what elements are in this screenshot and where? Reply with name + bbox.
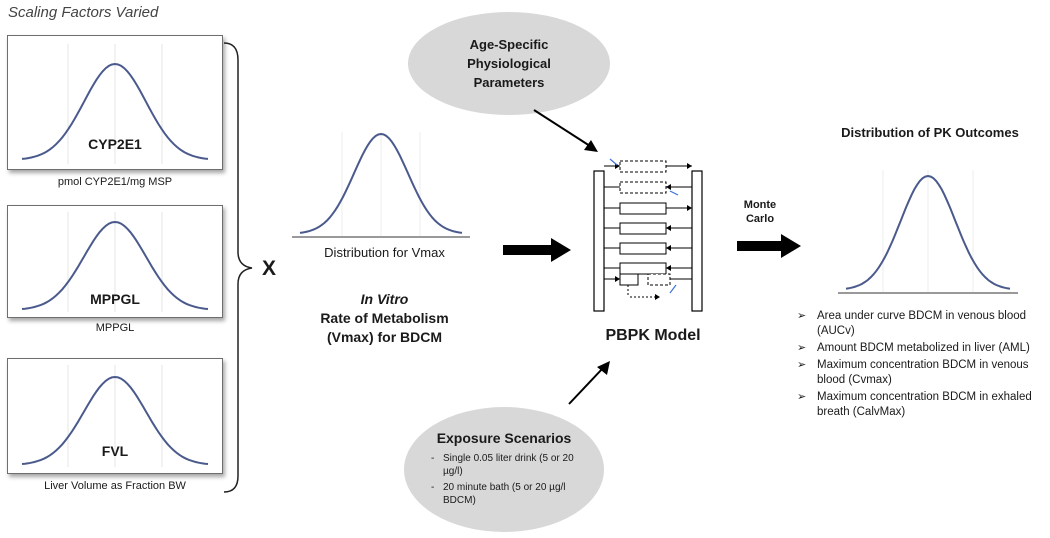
- outcomes-bell-curve: [838, 170, 1018, 294]
- monte-carlo-label: Monte Carlo: [743, 199, 777, 225]
- exposure-item: -Single 0.05 liter drink (5 or 20 µg/l): [431, 452, 574, 477]
- bell-curve-fvl: [21, 365, 209, 467]
- pbpk-model-diagram: [593, 158, 703, 312]
- exposure-list: -Single 0.05 liter drink (5 or 20 µg/l) …: [429, 452, 579, 507]
- exposure-title: Exposure Scenarios: [436, 429, 572, 446]
- scaling-panel-fvl: FVL: [7, 358, 223, 474]
- vmax-curve-caption: Distribution for Vmax: [324, 245, 445, 260]
- scaling-panel-mppgl: MPPGL: [7, 205, 223, 318]
- vmax-title-line3: (Vmax) for BDCM: [326, 329, 443, 345]
- outcomes-list: ➢Area under curve BDCM in venous blood (…: [795, 309, 1045, 422]
- curve-label-cyp2e1: CYP2E1: [88, 136, 142, 152]
- bracket: [223, 42, 253, 493]
- vmax-title: In Vitro Rate of Metabolism (Vmax) for B…: [292, 290, 477, 347]
- arrow-exposure-to-pbpk: [568, 361, 610, 405]
- arrow-monte-carlo: [737, 234, 801, 258]
- physio-line3: Parameters: [473, 75, 545, 90]
- exposure-scenarios-ellipse: Exposure Scenarios -Single 0.05 liter dr…: [404, 407, 604, 532]
- outcome-item: ➢Area under curve BDCM in venous blood (…: [797, 310, 1027, 337]
- pbpk-model-label: PBPK Model: [605, 327, 701, 344]
- scaling-factors-title: Scaling Factors Varied: [8, 4, 159, 21]
- outcomes-title: Distribution of PK Outcomes: [841, 125, 1019, 140]
- caption-mppgl: MPPGL: [95, 322, 135, 334]
- bell-curve-cyp2e1: [21, 44, 209, 164]
- vmax-bell-curve: [292, 132, 470, 238]
- physiological-parameters-ellipse: Age-Specific Physiological Parameters: [408, 12, 610, 115]
- physio-line1: Age-Specific: [469, 37, 549, 52]
- physio-line2: Physiological: [467, 56, 551, 71]
- vmax-title-line2: Rate of Metabolism: [320, 310, 449, 326]
- outcome-item: ➢Amount BDCM metabolized in liver (AML): [797, 342, 1030, 354]
- caption-fvl: Liver Volume as Fraction BW: [44, 480, 186, 492]
- arrow-physio-to-pbpk: [533, 109, 598, 152]
- caption-cyp2e1: pmol CYP2E1/mg MSP: [57, 176, 173, 188]
- bell-curve-mppgl: [21, 212, 209, 312]
- outcome-item: ➢Maximum concentration BDCM in venous bl…: [797, 359, 1029, 386]
- outcome-item: ➢Maximum concentration BDCM in exhaled b…: [797, 391, 1032, 418]
- arrow-vmax-to-pbpk: [503, 238, 571, 262]
- vmax-title-italic: In Vitro: [360, 291, 409, 307]
- multiply-symbol: X: [262, 257, 277, 280]
- exposure-item: -20 minute bath (5 or 20 µg/l BDCM): [431, 481, 566, 506]
- curve-label-fvl: FVL: [101, 443, 129, 459]
- scaling-panel-cyp2e1: CYP2E1: [7, 35, 223, 170]
- curve-label-mppgl: MPPGL: [90, 291, 140, 307]
